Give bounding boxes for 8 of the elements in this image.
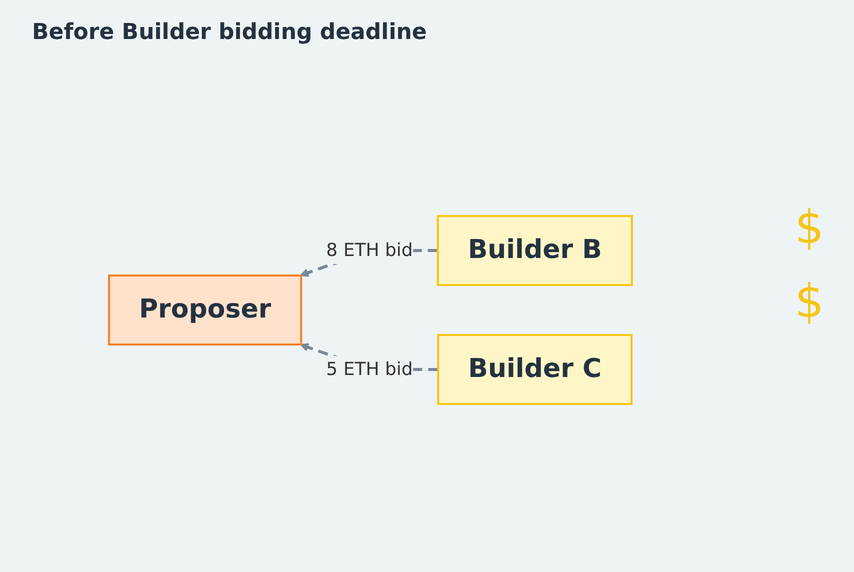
diagram-title: Before Builder bidding deadline [32,20,427,45]
dollar-sign: $ [794,274,824,328]
edge-label: 8 ETH bid [326,240,412,261]
edge-label: 5 ETH bid [326,359,412,380]
node-box: Proposer [108,274,302,346]
node-box: Builder C [436,334,632,405]
node-box: Builder B [436,215,632,286]
dollar-sign: $ [794,200,824,254]
